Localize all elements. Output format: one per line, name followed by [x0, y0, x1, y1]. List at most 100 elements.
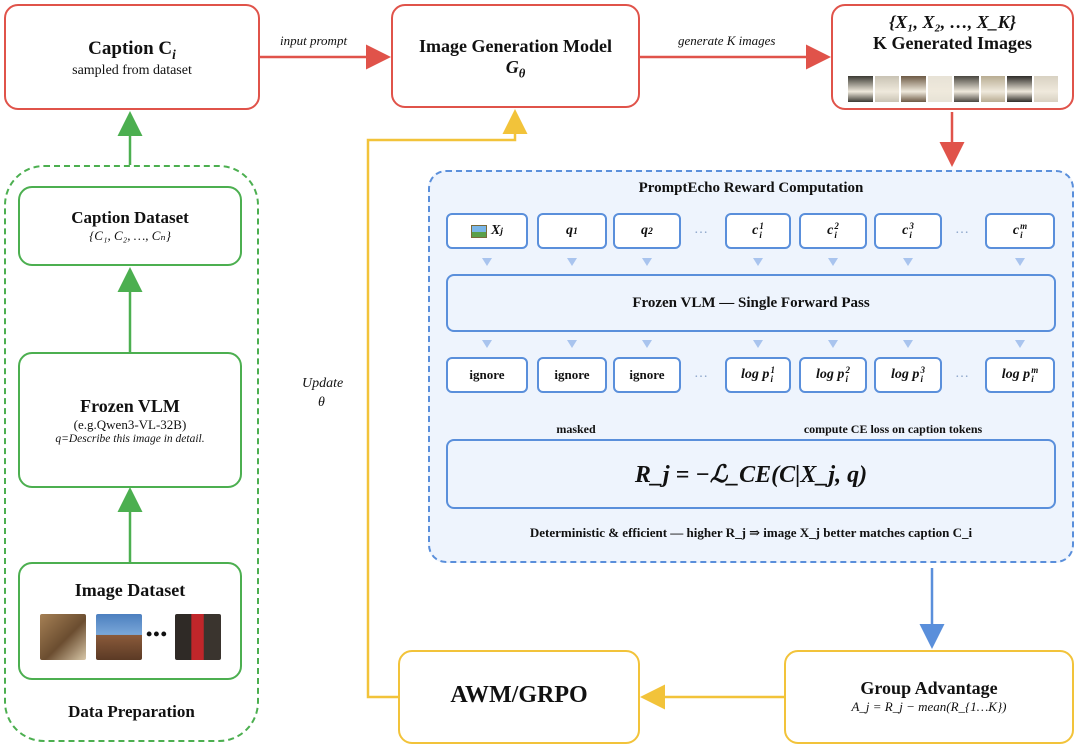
- flow-triangle: [903, 340, 913, 348]
- logp-sub: i: [920, 374, 923, 384]
- frozen-vlm-bar: Frozen VLM — Single Forward Pass: [446, 274, 1056, 332]
- reward-title: PromptEcho Reward Computation: [638, 180, 864, 196]
- flow-triangle: [753, 340, 763, 348]
- token-sub: i: [834, 230, 837, 240]
- reward-formula: R_j = −ℒ_CE(C|X_j, q): [634, 461, 868, 488]
- token-sup: 1: [759, 221, 764, 231]
- flow-triangle: [1015, 258, 1025, 266]
- output-ellipsis: …: [955, 366, 971, 381]
- generated-image-thumb: [980, 76, 1005, 102]
- flow-triangle: [903, 258, 913, 266]
- token-sub: i: [909, 230, 912, 240]
- flow-triangle: [642, 258, 652, 266]
- token-sub: 2: [648, 225, 653, 237]
- logp-main: log p: [816, 367, 845, 382]
- generated-images-box: {X₁, X₂, …, X_K} K Generated Images: [831, 4, 1074, 110]
- frozen-vlm-box: Frozen VLM (e.g.Qwen3-VL-32B) q=Describe…: [18, 352, 242, 488]
- logp-sub: i: [845, 374, 848, 384]
- caption-box: Caption Ci sampled from dataset: [4, 4, 260, 110]
- model-symbol: G: [505, 57, 519, 77]
- generated-image-thumb: [901, 76, 926, 102]
- token-main: c: [827, 223, 834, 238]
- awm-grpo-title: AWM/GRPO: [450, 682, 588, 708]
- frozen-vlm-model: (e.g.Qwen3-VL-32B): [73, 417, 187, 432]
- flow-triangle: [567, 258, 577, 266]
- token-sub: 1: [573, 225, 578, 237]
- token-main: c: [752, 223, 759, 238]
- caption-subtitle: sampled from dataset: [72, 62, 192, 78]
- logp-main: log p: [1001, 367, 1031, 382]
- generated-images-strip: [848, 76, 1058, 102]
- logp-sub: i: [770, 374, 773, 384]
- group-advantage-box: Group Advantage A_j = R_j − mean(R_{1…K}…: [784, 650, 1074, 744]
- token-ellipsis: …: [694, 222, 710, 237]
- thumbnail-red-dress: [175, 614, 221, 660]
- arrow-awm-to-model: [366, 109, 528, 699]
- logp-main: log p: [741, 367, 770, 382]
- generated-image-thumb: [848, 76, 873, 102]
- model-symbol-sub: θ: [518, 66, 526, 81]
- logp-main: log p: [891, 367, 920, 382]
- data-preparation-panel: [4, 165, 259, 742]
- generated-image-thumb: [1033, 76, 1058, 102]
- token-main: q: [641, 223, 649, 238]
- token-sub: i: [1020, 230, 1023, 240]
- input-prompt-label: input prompt: [280, 33, 348, 48]
- image-generation-model-box: Image Generation Model Gθ: [391, 4, 640, 108]
- logp-sup: m: [1031, 365, 1039, 375]
- update-label: Update: [302, 376, 344, 391]
- token-sub: i: [759, 230, 762, 240]
- awm-grpo-box: AWM/GRPO: [398, 650, 640, 744]
- image-dataset-box: Image Dataset •••: [18, 562, 242, 680]
- token-main: c: [902, 223, 909, 238]
- group-advantage-formula: A_j = R_j − mean(R_{1…K}): [851, 699, 1007, 714]
- image-dataset-title: Image Dataset: [74, 580, 186, 600]
- token-sup: m: [1020, 221, 1028, 231]
- caption-title-sub: i: [172, 46, 176, 62]
- caption-dataset-box: Caption Dataset {C₁, C₂, …, Cₙ}: [18, 186, 242, 266]
- logp-sub: i: [1031, 374, 1034, 384]
- flow-triangle: [753, 258, 763, 266]
- logp-sup: 3: [920, 365, 925, 375]
- output-ignore-2: ignore: [537, 357, 607, 393]
- generated-images-title: K Generated Images: [873, 33, 1032, 53]
- flow-triangle: [828, 258, 838, 266]
- token-sup: 3: [909, 221, 914, 231]
- ce-loss-label: compute CE loss on caption tokens: [803, 422, 983, 436]
- reward-footer: Deterministic & efficient — higher R_j ⇒…: [529, 525, 973, 540]
- generated-images-set: {X₁, X₂, …, X_K}: [888, 12, 1017, 32]
- thumbnail-church: [96, 614, 142, 660]
- flow-triangle: [482, 258, 492, 266]
- output-ignore-3: ignore: [613, 357, 681, 393]
- token-main: c: [1012, 223, 1020, 238]
- generated-image-thumb: [874, 76, 899, 102]
- generated-image-thumb: [1007, 76, 1032, 102]
- data-preparation-label: Data Preparation: [68, 702, 195, 721]
- group-advantage-title: Group Advantage: [860, 678, 998, 698]
- thumbnail-food: [40, 614, 86, 660]
- generated-image-thumb: [927, 76, 952, 102]
- flow-triangle: [1015, 340, 1025, 348]
- token-main: X: [490, 223, 501, 238]
- logp-sup: 1: [770, 365, 775, 375]
- token-sub: j: [500, 225, 504, 237]
- flow-triangle: [828, 340, 838, 348]
- frozen-vlm-query: q=Describe this image in detail.: [55, 433, 205, 445]
- generate-k-label: generate K images: [678, 33, 776, 48]
- reward-formula-box: R_j = −ℒ_CE(C|X_j, q): [446, 439, 1056, 509]
- thumbnail-ellipsis: •••: [146, 624, 168, 644]
- frozen-vlm-bar-label: Frozen VLM — Single Forward Pass: [632, 294, 870, 311]
- caption-dataset-title: Caption Dataset: [71, 208, 189, 227]
- masked-label: masked: [556, 422, 596, 436]
- output-ellipsis: …: [694, 366, 710, 381]
